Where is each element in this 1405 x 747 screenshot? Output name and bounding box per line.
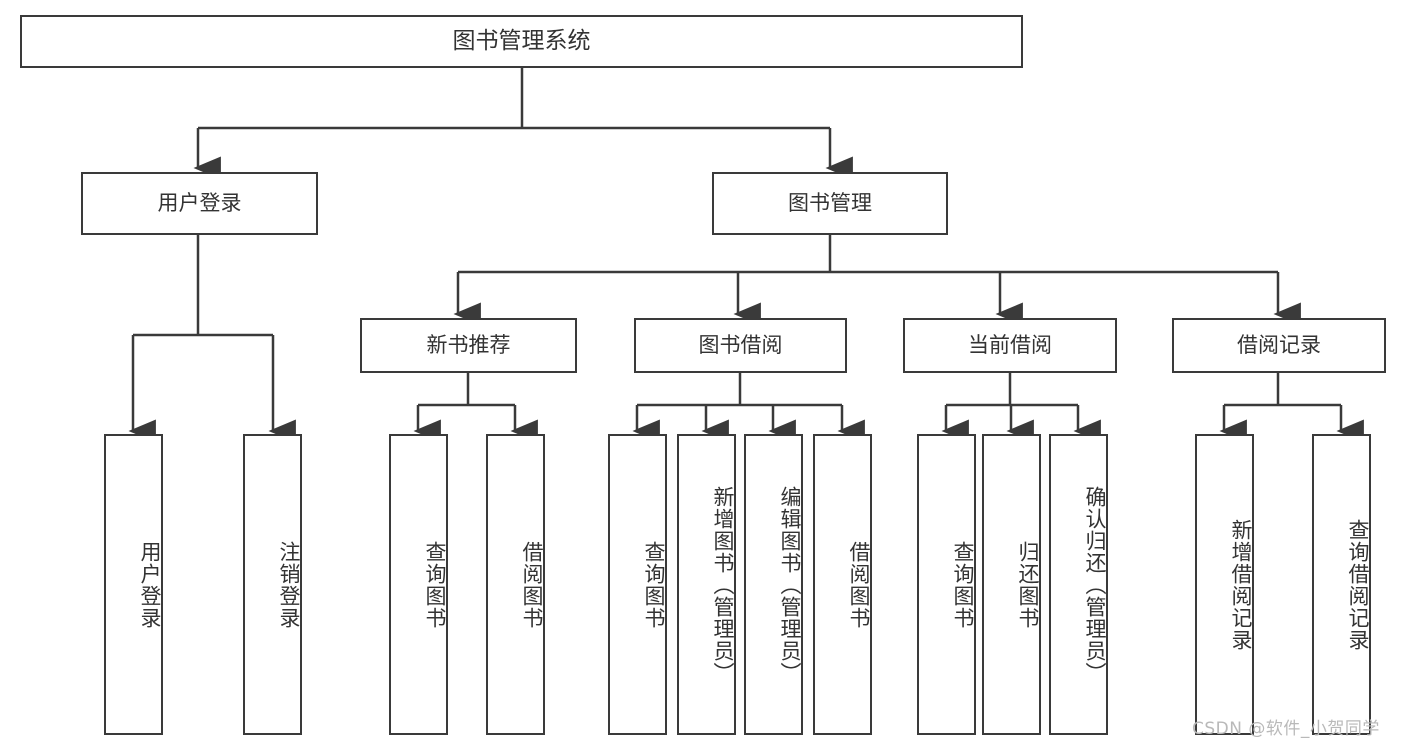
leaf-borrow-book-2[interactable]: 借阅图书 <box>813 434 872 735</box>
csdn-watermark: CSDN @软件_小贺同学 <box>1192 719 1380 739</box>
leaf-query-book-1-label: 查询图书 <box>423 540 447 629</box>
node-borrow-record[interactable]: 借阅记录 <box>1172 318 1386 373</box>
leaf-query-book-2-label: 查询图书 <box>642 540 666 629</box>
node-current-borrow[interactable]: 当前借阅 <box>903 318 1117 373</box>
node-root[interactable]: 图书管理系统 <box>20 15 1023 68</box>
node-current-borrow-label: 当前借阅 <box>968 332 1052 357</box>
leaf-return-book-label: 归还图书 <box>1016 540 1040 629</box>
leaf-query-book-3-label: 查询图书 <box>951 540 975 629</box>
leaf-borrow-book-2-label: 借阅图书 <box>847 540 871 629</box>
leaf-add-record[interactable]: 新增借阅记录 <box>1195 434 1254 735</box>
leaf-confirm-return[interactable]: 确认归还（管理员） <box>1049 434 1108 735</box>
leaf-edit-book-label: 编辑图书（管理员） <box>778 485 802 684</box>
node-user-login-label: 用户登录 <box>157 190 242 215</box>
leaf-add-record-label: 新增借阅记录 <box>1229 518 1253 651</box>
leaf-logout-login[interactable]: 注销登录 <box>243 434 302 735</box>
leaf-add-book[interactable]: 新增图书（管理员） <box>677 434 736 735</box>
leaf-return-book[interactable]: 归还图书 <box>982 434 1041 735</box>
node-book-manage[interactable]: 图书管理 <box>712 172 948 235</box>
node-borrow-record-label: 借阅记录 <box>1237 332 1321 357</box>
leaf-query-book-3[interactable]: 查询图书 <box>917 434 976 735</box>
leaf-borrow-book-1-label: 借阅图书 <box>520 540 544 629</box>
leaf-query-book-2[interactable]: 查询图书 <box>608 434 667 735</box>
leaf-user-login-label: 用户登录 <box>138 540 162 629</box>
leaf-edit-book[interactable]: 编辑图书（管理员） <box>744 434 803 735</box>
node-book-borrow[interactable]: 图书借阅 <box>634 318 847 373</box>
node-book-manage-label: 图书管理 <box>788 190 872 215</box>
leaf-query-book-1[interactable]: 查询图书 <box>389 434 448 735</box>
leaf-user-login[interactable]: 用户登录 <box>104 434 163 735</box>
node-book-borrow-label: 图书借阅 <box>698 332 783 357</box>
node-new-book-recommend[interactable]: 新书推荐 <box>360 318 577 373</box>
leaf-query-record-label: 查询借阅记录 <box>1346 518 1370 651</box>
node-user-login[interactable]: 用户登录 <box>81 172 318 235</box>
leaf-add-book-label: 新增图书（管理员） <box>711 485 735 684</box>
node-root-label: 图书管理系统 <box>452 27 591 54</box>
leaf-borrow-book-1[interactable]: 借阅图书 <box>486 434 545 735</box>
leaf-confirm-return-label: 确认归还（管理员） <box>1083 485 1107 684</box>
node-new-book-recommend-label: 新书推荐 <box>426 332 511 357</box>
leaf-query-record[interactable]: 查询借阅记录 <box>1312 434 1371 735</box>
leaf-logout-login-label: 注销登录 <box>277 540 301 629</box>
